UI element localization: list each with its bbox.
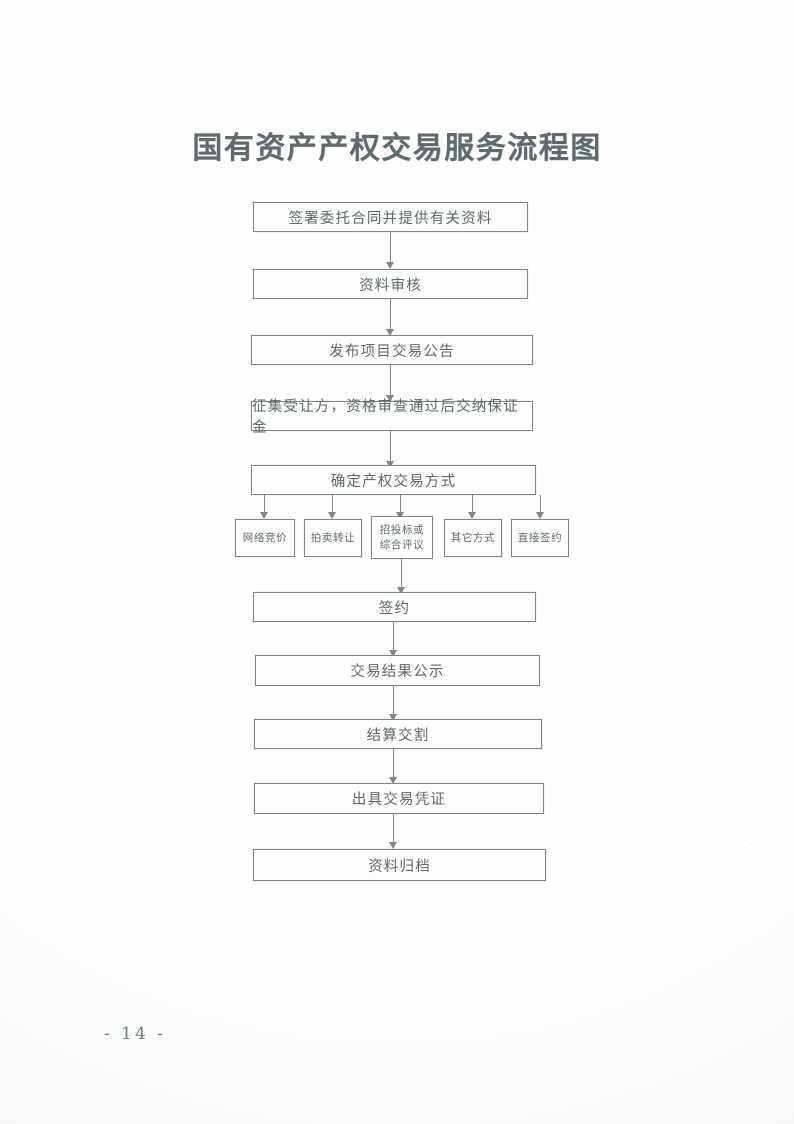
- flow-node-label: 网络竞价: [242, 531, 288, 544]
- flow-node-signing[interactable]: 签约: [253, 592, 536, 622]
- flow-node-label: 资料归档: [368, 858, 431, 875]
- arrow-n1-n2: [386, 262, 394, 269]
- connector-n5-opt1: [264, 495, 266, 516]
- connector-n5-opt2: [332, 495, 334, 516]
- connector-n5-opt4: [472, 495, 474, 516]
- connector-n1-n2: [390, 232, 392, 267]
- flow-node-label-line1: 招投标或: [379, 524, 425, 537]
- flow-node-label: 直接签约: [517, 531, 563, 544]
- scan-speckle: ·: [749, 795, 752, 804]
- flow-node-option-direct-signing[interactable]: 直接签约: [511, 519, 569, 557]
- arrow-n5-opt2: [328, 512, 336, 519]
- arrow-n5-opt1: [260, 512, 268, 519]
- flow-node-label: 拍卖转让: [310, 531, 356, 544]
- scan-speckle: ·: [751, 330, 754, 339]
- arrow-n5-opt5: [536, 512, 544, 519]
- flow-node-solicit-transferee[interactable]: 征集受让方，资格审查通过后交纳保证金: [251, 399, 533, 436]
- connector-n8-n9: [393, 749, 395, 782]
- arrow-n5-opt4: [468, 512, 476, 519]
- connector-n5-opt5: [540, 495, 542, 516]
- flow-node-label: 其它方式: [450, 531, 496, 544]
- flow-node-label: 签约: [378, 600, 411, 617]
- flow-node-label: 发布项目交易公告: [329, 343, 455, 360]
- flow-node-material-review[interactable]: 资料审核: [253, 269, 528, 299]
- connector-n5-opt3: [400, 495, 402, 516]
- flow-node-label: 征集受让方，资格审查通过后交纳保证金: [252, 399, 519, 436]
- arrow-n7-n8: [389, 714, 397, 721]
- scan-speckle: ·: [752, 288, 755, 297]
- arrow-n4-n5: [386, 461, 394, 468]
- connector-n7-n8: [393, 686, 395, 719]
- arrow-n8-n9: [389, 777, 397, 784]
- flow-node-issue-certificate[interactable]: 出具交易凭证: [254, 783, 544, 814]
- flow-node-archive-materials[interactable]: 资料归档: [253, 849, 546, 881]
- flow-node-label-line2: 综合评议: [379, 538, 425, 551]
- connector-n6-n7: [393, 622, 395, 655]
- flow-node-option-online-bidding[interactable]: 网络竞价: [235, 519, 295, 557]
- flow-node-option-other-method[interactable]: 其它方式: [444, 519, 502, 557]
- connector-n9-n10: [393, 814, 395, 847]
- page-title: 国有资产产权交易服务流程图: [192, 131, 602, 166]
- flow-node-determine-trade-method[interactable]: 确定产权交易方式: [251, 465, 536, 495]
- arrow-n2-n3: [386, 329, 394, 336]
- arrow-n9-n10: [389, 842, 397, 849]
- flow-node-label: 签署委托合同并提供有关资料: [288, 210, 493, 227]
- arrow-n3-n4: [386, 395, 394, 402]
- arrow-options-n6: [397, 587, 405, 594]
- flow-node-sign-contract[interactable]: 签署委托合同并提供有关资料: [253, 202, 528, 232]
- flow-node-result-publicity[interactable]: 交易结果公示: [255, 655, 540, 686]
- scan-speckle: ·: [753, 300, 756, 309]
- flow-node-label: 确定产权交易方式: [330, 473, 457, 490]
- flow-node-settlement-delivery[interactable]: 结算交割: [254, 719, 542, 749]
- scan-speckle: ·: [750, 840, 753, 849]
- connector-n2-n3: [390, 299, 392, 334]
- flow-node-label: 出具交易凭证: [351, 792, 447, 808]
- flow-node-option-auction-transfer[interactable]: 拍卖转让: [304, 519, 362, 557]
- connector-options-n6: [401, 559, 403, 592]
- flow-node-label: 结算交割: [366, 727, 430, 744]
- flow-node-option-tender-or-review[interactable]: 招投标或 综合评议: [371, 516, 433, 559]
- connector-n4-n5: [390, 431, 392, 466]
- page-number: - 14 -: [104, 1024, 166, 1044]
- arrow-n5-opt3: [396, 512, 404, 519]
- flow-node-label: 资料审核: [359, 277, 422, 294]
- connector-n3-n4: [390, 365, 392, 400]
- flow-node-label: 交易结果公示: [350, 664, 445, 680]
- flow-node-publish-announcement[interactable]: 发布项目交易公告: [251, 335, 533, 365]
- arrow-n6-n7: [389, 650, 397, 657]
